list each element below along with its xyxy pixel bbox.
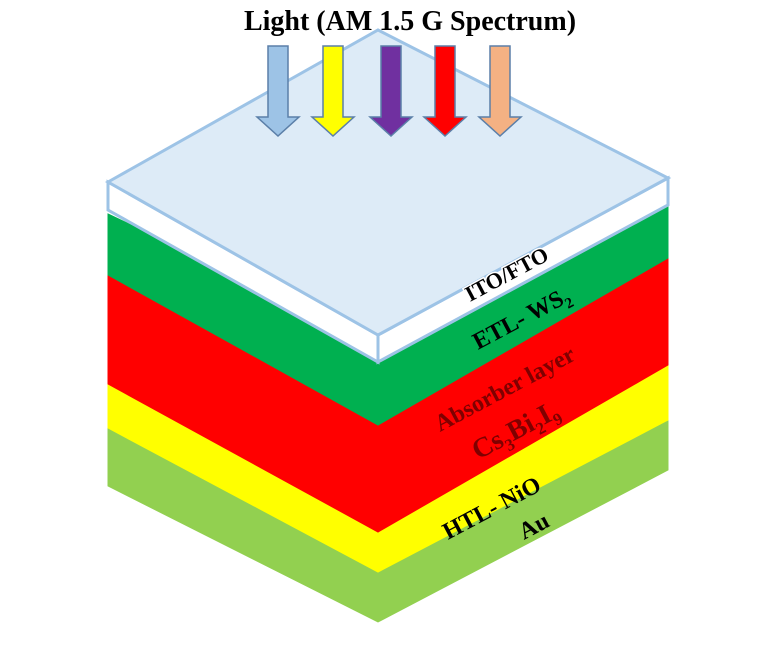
light-arrows bbox=[255, 45, 523, 138]
light-arrow-purple-icon bbox=[368, 45, 414, 138]
light-arrow-blue-icon bbox=[255, 45, 301, 138]
light-arrow-orange-icon bbox=[477, 45, 523, 138]
light-arrow-yellow-icon bbox=[310, 45, 356, 138]
light-arrow-red-icon bbox=[422, 45, 468, 138]
diagram-title: Light (AM 1.5 G Spectrum) bbox=[243, 6, 577, 37]
